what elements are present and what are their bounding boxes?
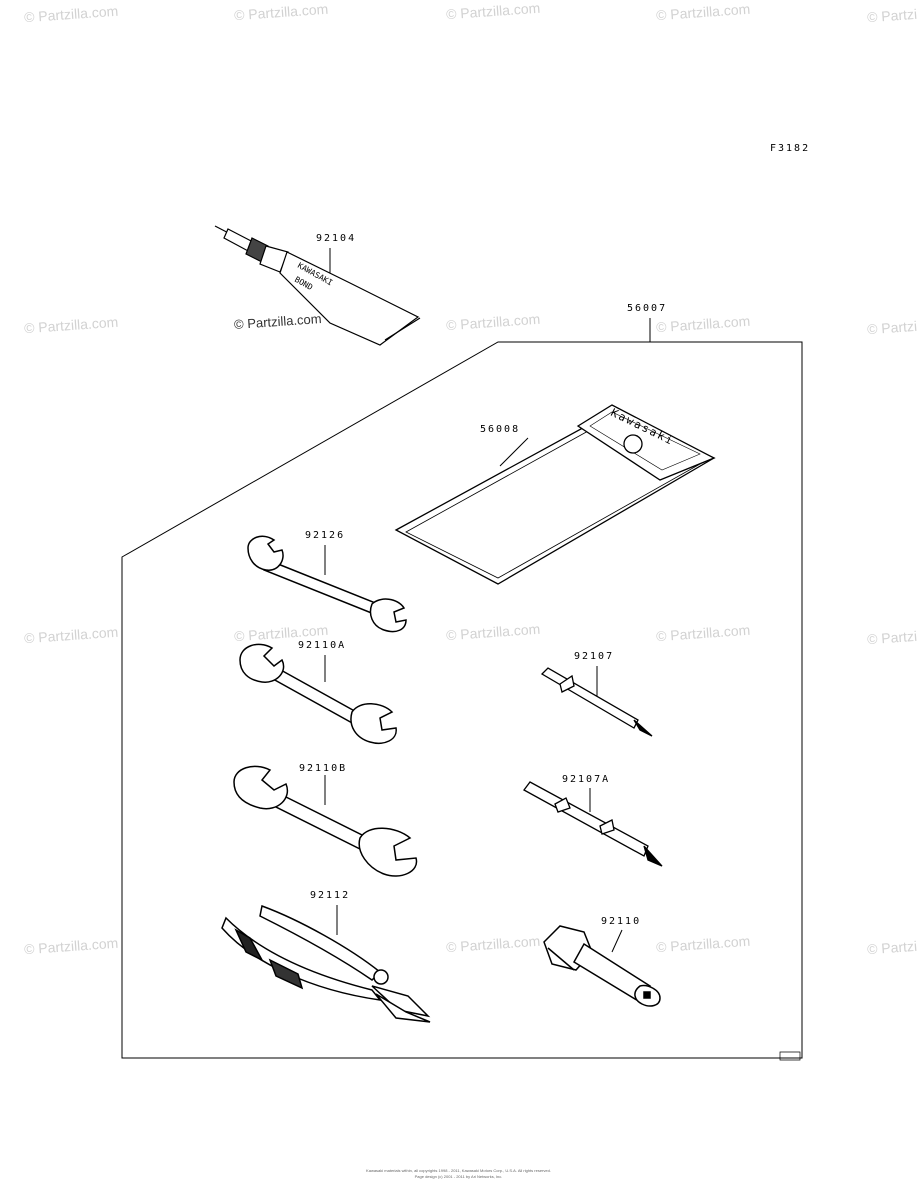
- leader-lines: [324, 248, 651, 953]
- tool-kit-outline: [121, 341, 803, 1059]
- pliers: [221, 904, 431, 1023]
- part-number-92107[interactable]: 92107: [574, 651, 615, 662]
- part-number-56008[interactable]: 56008: [480, 424, 521, 435]
- part-number-92110b[interactable]: 92110B: [299, 763, 348, 774]
- part-number-56007[interactable]: 56007: [627, 303, 668, 314]
- leader-92110: [611, 929, 623, 953]
- screwdriver-bit: [540, 667, 653, 737]
- wrench-large: [233, 765, 418, 877]
- kit-corner-mark: [779, 1051, 801, 1061]
- wrench-small: [247, 535, 407, 633]
- copyright-line-1: Kawasaki materials within, all copyright…: [366, 1168, 551, 1173]
- bond-tube: KAWASAKI BOND: [214, 225, 421, 346]
- leader-56008: [499, 437, 529, 467]
- copyright-line-2: Page design (c) 2001 - 2011 by Ari Netwo…: [414, 1174, 503, 1179]
- tool-bag: Kawasaki: [394, 404, 716, 585]
- part-number-92104[interactable]: 92104: [316, 233, 357, 244]
- part-number-92110[interactable]: 92110: [601, 916, 642, 927]
- wrench-medium: [239, 643, 397, 744]
- part-number-92112[interactable]: 92112: [310, 890, 351, 901]
- figure-code: F3182: [770, 143, 811, 154]
- part-number-92110a[interactable]: 92110A: [298, 640, 347, 651]
- part-number-92126[interactable]: 92126: [305, 530, 346, 541]
- spark-plug-wrench: [543, 925, 661, 1007]
- screwdriver: [523, 781, 663, 867]
- part-number-92107a[interactable]: 92107A: [562, 774, 611, 785]
